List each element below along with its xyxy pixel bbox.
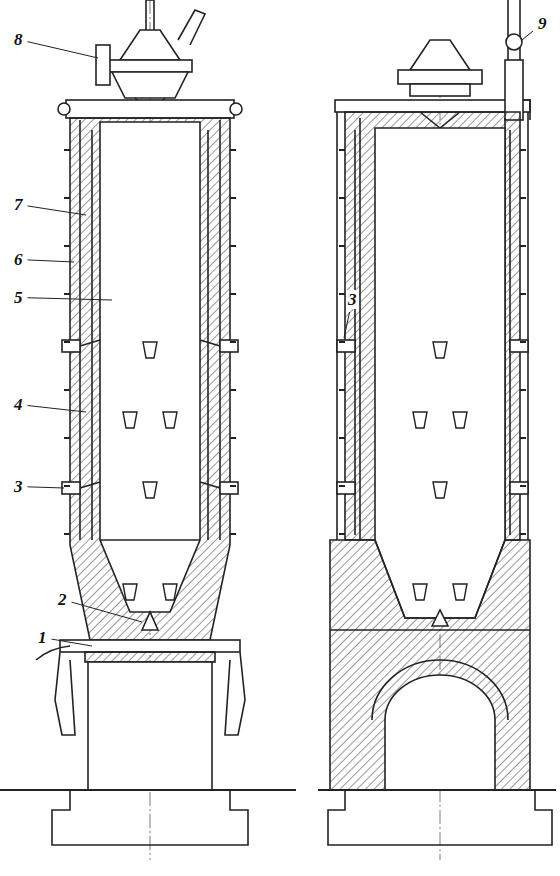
opening <box>143 342 157 358</box>
bolt <box>339 485 345 487</box>
opening <box>453 584 467 600</box>
callout-number: 2 <box>56 590 69 609</box>
bolt <box>64 293 70 295</box>
bolt <box>339 437 345 439</box>
opening <box>413 584 427 600</box>
bolt <box>520 149 526 151</box>
opening <box>433 342 447 358</box>
leader-line <box>28 260 75 262</box>
bolt <box>339 341 345 343</box>
right-view <box>318 0 556 860</box>
bolt <box>64 197 70 199</box>
bolt <box>339 149 345 151</box>
bolt <box>230 245 236 247</box>
callout-number: 7 <box>12 195 25 214</box>
opening <box>453 412 467 428</box>
leader-line <box>28 487 65 488</box>
opening <box>123 412 137 428</box>
bolt <box>64 245 70 247</box>
bolt <box>520 245 526 247</box>
bolt <box>520 485 526 487</box>
bolt <box>520 437 526 439</box>
leader-lines <box>28 31 534 646</box>
shell-bolts <box>64 150 526 534</box>
bolt <box>230 533 236 535</box>
bolt <box>520 197 526 199</box>
bolt <box>64 485 70 487</box>
leader-line <box>28 298 113 300</box>
bolt <box>64 341 70 343</box>
tuyere-openings <box>123 342 467 600</box>
left-view <box>0 0 296 860</box>
bolt <box>339 389 345 391</box>
bolt <box>520 389 526 391</box>
bolt <box>64 533 70 535</box>
callout-number: 3 <box>346 290 359 309</box>
opening <box>163 584 177 600</box>
leader-line <box>522 31 533 40</box>
bolt <box>339 245 345 247</box>
leader-line <box>52 639 93 646</box>
callout-number: 3 <box>12 477 25 496</box>
leader-line <box>344 312 350 338</box>
bolt <box>339 533 345 535</box>
bolt <box>64 389 70 391</box>
bolt <box>230 197 236 199</box>
bolt <box>230 485 236 487</box>
opening <box>163 412 177 428</box>
bolt <box>230 293 236 295</box>
bolt <box>230 341 236 343</box>
opening <box>433 482 447 498</box>
bolt <box>339 293 345 295</box>
bolt <box>230 149 236 151</box>
bolt <box>230 389 236 391</box>
callout-number: 8 <box>12 30 25 49</box>
bolt <box>64 149 70 151</box>
bolt <box>230 437 236 439</box>
bolt <box>520 341 526 343</box>
leader-line <box>28 206 87 215</box>
bolt <box>64 437 70 439</box>
bolt <box>520 533 526 535</box>
callout-number: 9 <box>536 14 549 33</box>
callout-number: 4 <box>12 395 25 414</box>
opening <box>123 584 137 600</box>
opening <box>143 482 157 498</box>
leader-line <box>28 42 99 58</box>
callout-number: 6 <box>12 250 25 269</box>
bolt <box>520 293 526 295</box>
leader-line <box>28 406 87 412</box>
bolt <box>339 197 345 199</box>
opening <box>413 412 427 428</box>
callout-number: 1 <box>36 628 49 647</box>
callout-number: 5 <box>12 288 25 307</box>
leader-line <box>72 602 143 622</box>
